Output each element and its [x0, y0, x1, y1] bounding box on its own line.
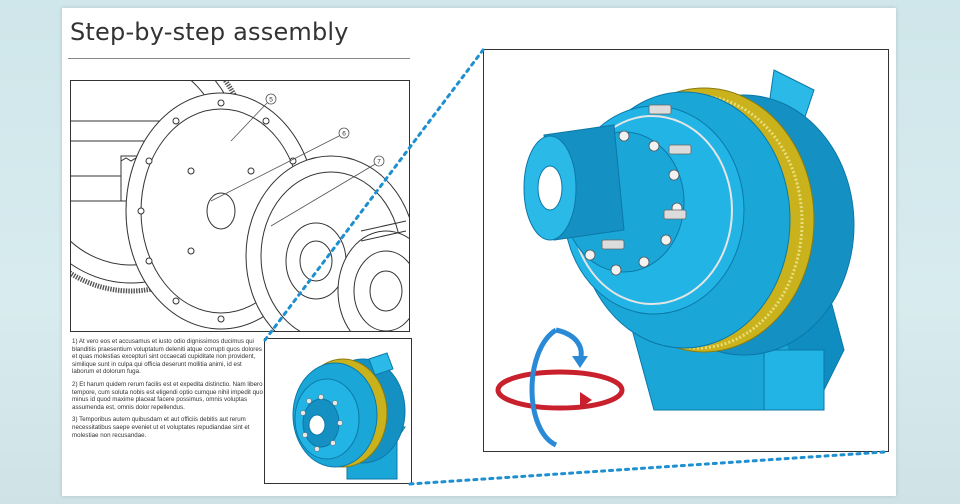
- thumbnail-3d-model: [292, 352, 406, 480]
- callout-6-label: 6: [342, 131, 346, 138]
- instruction-step-3: 3) Temporibus autem quibusdam et aut off…: [72, 416, 250, 439]
- instruction-step-2: 2) Et harum quidem rerum facilis est et …: [72, 380, 263, 411]
- title-divider: [68, 58, 410, 59]
- bolts: [601, 104, 692, 250]
- callout-5-label: 5: [269, 97, 273, 104]
- document-page: Step-by-step assembly: [62, 8, 896, 496]
- assembly-3d-view[interactable]: [483, 49, 889, 452]
- exploded-view-drawing: 5 6 7: [70, 80, 410, 332]
- rotate-3d-icon[interactable]: [495, 327, 625, 448]
- instruction-step-1: 1) At vero eos et accusamus et iusto odi…: [72, 338, 262, 376]
- exploded-view-illustration: 5 6 7: [71, 81, 409, 331]
- page-title: Step-by-step assembly: [70, 18, 349, 46]
- instruction-steps: 1) At vero eos et accusamus et iusto odi…: [72, 338, 264, 444]
- enlarged-3d-model: [495, 69, 855, 448]
- assembly-thumbnail[interactable]: [264, 338, 412, 484]
- input-shaft: [523, 124, 625, 241]
- callout-7-label: 7: [377, 159, 381, 166]
